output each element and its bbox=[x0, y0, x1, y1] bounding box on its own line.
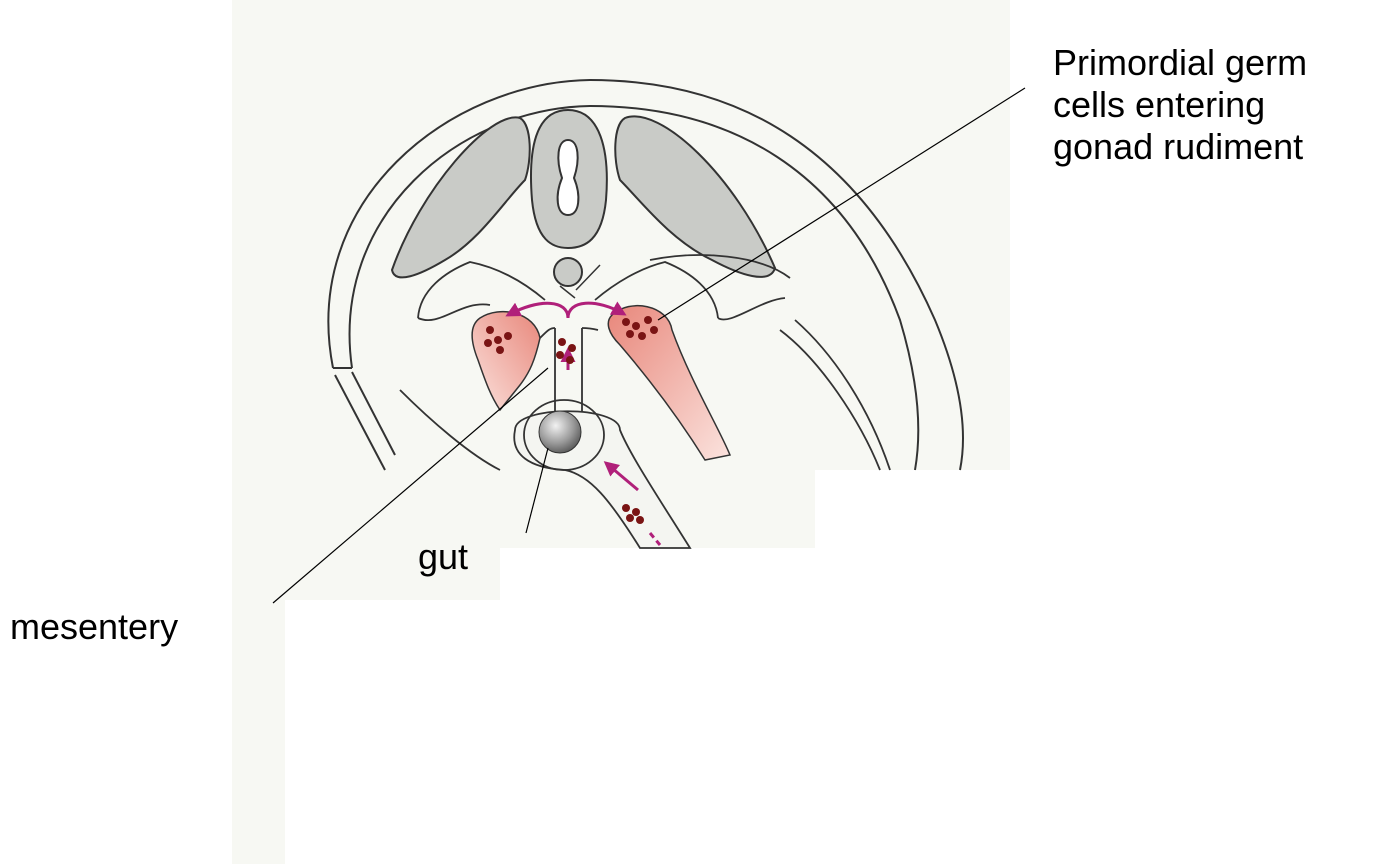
pgc-label-line-3: gonad rudiment bbox=[1053, 126, 1307, 168]
gut-label: gut bbox=[418, 536, 468, 578]
gut-lumen bbox=[539, 411, 581, 453]
pgc-label-line-2: cells entering bbox=[1053, 84, 1307, 126]
pgc-label-line-1: Primordial germ bbox=[1053, 42, 1307, 84]
mesentery-label: mesentery bbox=[10, 606, 178, 648]
primordial-germ-cells-label: Primordial germ cells entering gonad rud… bbox=[1053, 42, 1307, 168]
notochord bbox=[554, 258, 582, 286]
